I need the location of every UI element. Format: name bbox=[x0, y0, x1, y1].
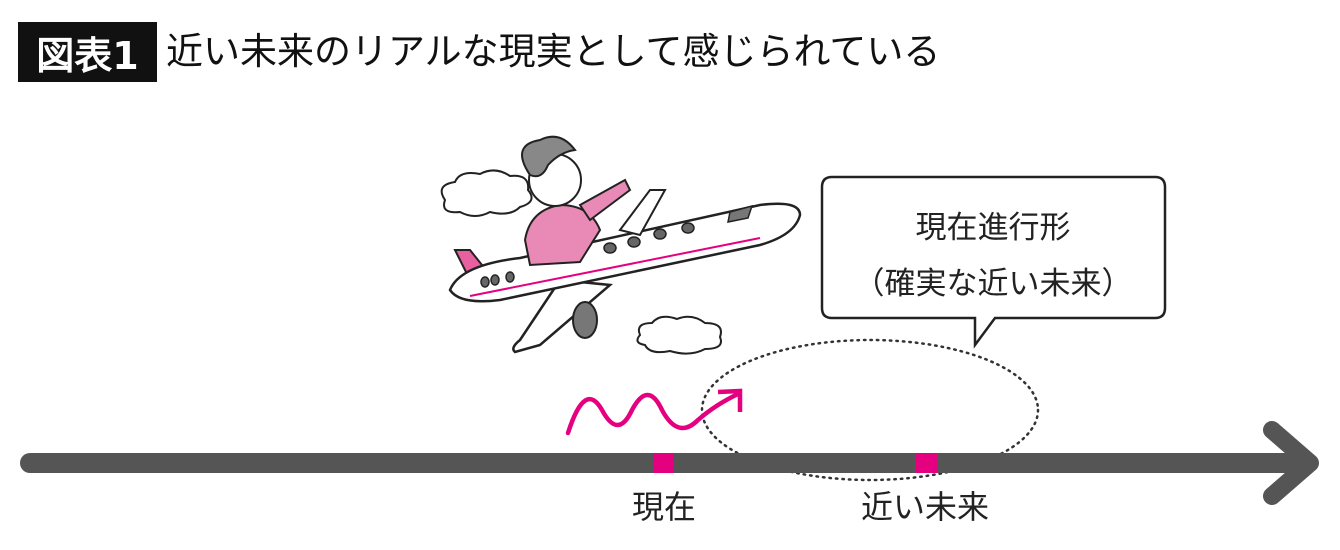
wave-arrow bbox=[565, 391, 741, 436]
present-label: 現在 bbox=[631, 488, 697, 526]
speech-bubble bbox=[820, 175, 1167, 349]
present-marker bbox=[653, 453, 674, 473]
near-future-label: 近い未来 bbox=[860, 488, 990, 526]
near-future-marker bbox=[916, 453, 937, 473]
bubble-line-1: 現在進行形 bbox=[915, 210, 1071, 246]
cloud-left bbox=[440, 169, 533, 217]
cloud-right bbox=[636, 315, 722, 355]
figure-label: 図表1 bbox=[18, 22, 157, 82]
figure-title: 近い未来のリアルな現実として感じられている bbox=[166, 30, 941, 73]
airplane-illustration bbox=[448, 135, 802, 354]
timeline-arrowhead bbox=[1263, 421, 1319, 505]
wave-arrow-head bbox=[717, 388, 743, 412]
near-future-range bbox=[700, 338, 1040, 482]
bubble-line-2: （確実な近い未来） bbox=[853, 266, 1133, 302]
